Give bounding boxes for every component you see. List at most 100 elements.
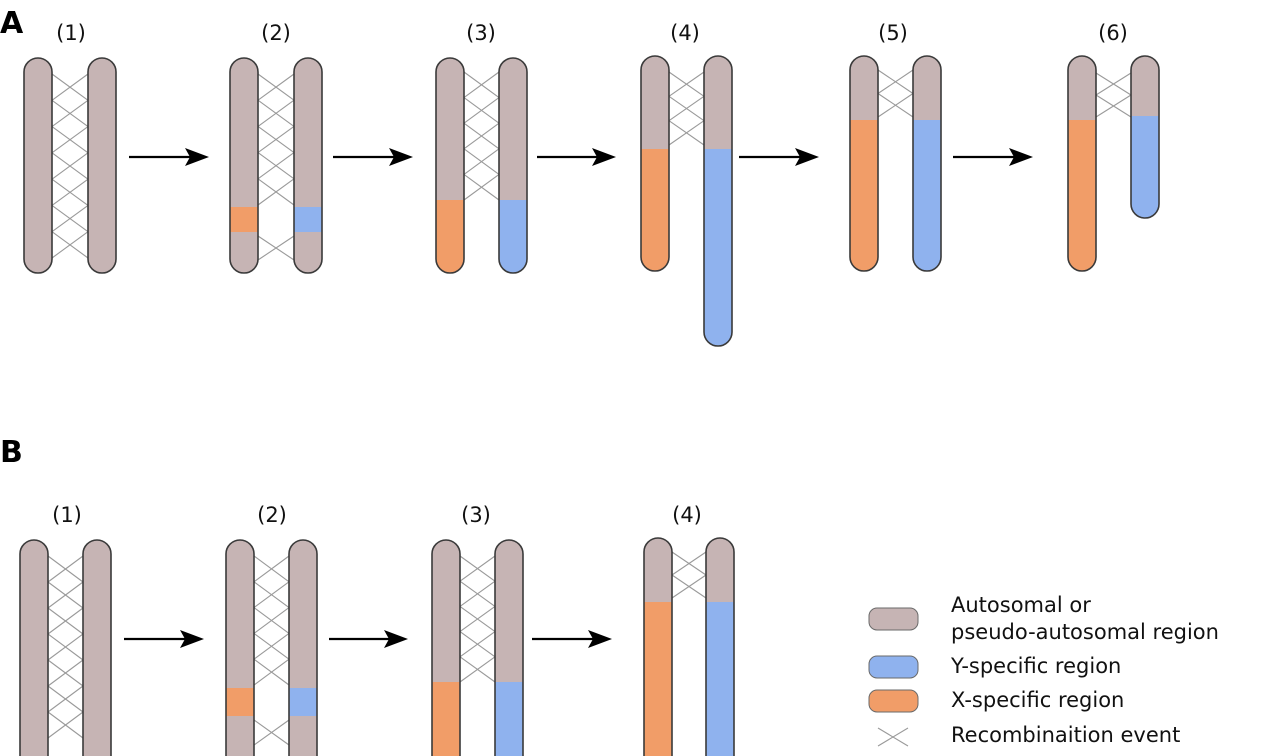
panel-a-step-3 [435, 57, 528, 274]
step-label-b1: (1) [52, 503, 82, 527]
step-label-b4: (4) [672, 503, 702, 527]
recombination-event-icon [47, 581, 84, 609]
panel-b-arrow-1 [124, 630, 204, 648]
recombination-events [51, 73, 89, 259]
panel-a-arrow-3 [537, 148, 616, 166]
autosomal-region [913, 56, 941, 120]
y-specific-region [704, 149, 732, 346]
recombination-event-icon [257, 99, 295, 127]
legend-label-x-specific: X-specific region [951, 688, 1124, 712]
legend-label-autosomal-line1: Autosomal or [951, 593, 1091, 617]
recombination-event-icon [1095, 94, 1132, 118]
autosomal-region [83, 540, 111, 756]
recombination-event-icon [257, 152, 295, 180]
recombination-event-icon [459, 555, 496, 582]
recombination-event-icon [51, 204, 89, 233]
y-specific-region [495, 682, 523, 756]
recombination-event-icon [257, 73, 295, 101]
recombination-event-icon [253, 555, 290, 583]
recombination-event-icon [671, 551, 707, 576]
y-specific-region [499, 200, 527, 273]
step-label-a2: (2) [261, 21, 291, 45]
step-label-a3: (3) [466, 21, 496, 45]
x-specific-region [226, 688, 254, 716]
chromosome-left [229, 57, 259, 274]
recombination-event-icon [47, 607, 84, 635]
recombination-event-icon [253, 658, 290, 686]
chromosome-outline [849, 55, 879, 272]
recombination-event-icon [51, 99, 89, 128]
recombination-event-icon [51, 73, 89, 101]
y-specific-region [289, 688, 317, 716]
autosomal-region [850, 56, 878, 120]
chromosome-outline [19, 539, 49, 756]
x-specific-region [641, 149, 669, 271]
panel-a-step-2 [229, 57, 323, 274]
autosomal-region [289, 540, 317, 688]
chromosome-right [87, 57, 117, 274]
recombination-event-icon [51, 152, 89, 180]
recombination-event-icon [51, 178, 89, 206]
y-specific-region [1131, 116, 1159, 218]
panel-a-step-1 [23, 57, 117, 274]
step-label-b3: (3) [461, 503, 491, 527]
autosomal-region [24, 58, 52, 273]
legend-swatch-autosomal [868, 607, 919, 631]
chromosome-outline [1067, 55, 1097, 272]
x-specific-region [432, 682, 460, 756]
chromosome-outline [225, 539, 255, 756]
recombination-event-icon [253, 632, 290, 660]
chromosome-right [494, 539, 524, 756]
legend-recombination-icon [877, 727, 909, 747]
x-specific-region [644, 602, 672, 756]
chromosome-left [640, 55, 670, 272]
chromosome-outline [288, 539, 318, 756]
panel-a-step-6 [1067, 55, 1160, 272]
recombination-event-icon [257, 178, 295, 206]
panel-a-step-5 [849, 55, 942, 272]
recombination-events [257, 73, 295, 206]
recombination-events [253, 555, 290, 686]
autosomal-region [289, 716, 317, 756]
chromosome-outline [435, 57, 465, 274]
panel-a-arrow-1 [129, 148, 209, 166]
chromosome-outline [229, 57, 259, 274]
recombination-events [671, 551, 707, 599]
chromosome-left [19, 539, 49, 756]
autosomal-region [230, 58, 258, 207]
chromosome-outline [703, 55, 733, 347]
recombination-event-icon [1095, 72, 1132, 96]
panel-b-arrow-3 [532, 630, 612, 648]
recombination-event-icon [459, 656, 496, 683]
autosomal-region [1068, 56, 1096, 120]
autosomal-region [641, 56, 669, 149]
recombination-event-icon [47, 711, 84, 739]
recombination-events [47, 555, 84, 739]
autosomal-region [226, 716, 254, 756]
recombination-event-icon [463, 173, 500, 201]
panel-a-arrow-5 [953, 148, 1033, 166]
recombination-event-icon [877, 69, 914, 94]
recombination-events [877, 69, 914, 118]
chromosome-right [293, 57, 323, 274]
chromosome-outline [643, 537, 673, 756]
recombination-event-icon [47, 685, 84, 713]
step-label-a4: (4) [670, 21, 700, 45]
panel-b-step-4 [643, 537, 735, 756]
legend-swatch-x-specific [868, 689, 919, 713]
chromosome-left [849, 55, 879, 272]
autosomal-region [704, 56, 732, 149]
recombination-event-icon [459, 580, 496, 607]
recombination-event-icon [257, 235, 295, 261]
recombination-event-icon [253, 607, 290, 634]
panel-a-arrow-2 [333, 148, 413, 166]
legend-label-y-specific: Y-specific region [950, 654, 1121, 678]
chromosome-left [435, 57, 465, 274]
chromosome-left [431, 539, 461, 756]
panel-label-b: B [0, 435, 23, 470]
recombination-event-icon [51, 231, 89, 259]
x-specific-region [436, 200, 464, 273]
chromosome-left [1067, 55, 1097, 272]
chromosome-outline [87, 57, 117, 274]
recombination-event-icon [253, 719, 290, 746]
